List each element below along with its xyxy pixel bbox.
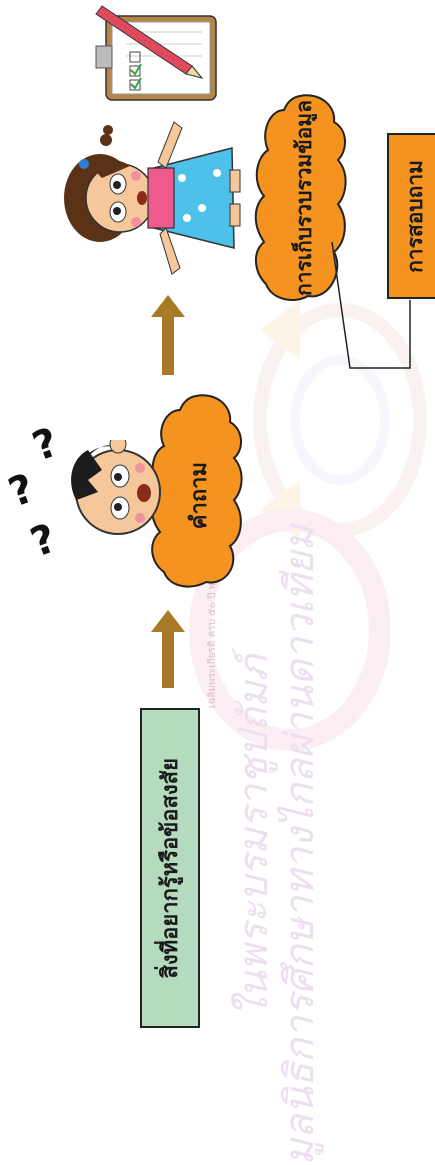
question-cloud <box>150 394 243 588</box>
arrow-up-1 <box>151 610 185 688</box>
boy-illustration-icon <box>71 440 161 535</box>
watermark-seal <box>189 300 427 751</box>
clipboard-icon <box>95 5 217 101</box>
question-mark-2: ? <box>2 465 41 517</box>
data-collection-label: การเก็บรวบรวมข้อมูล <box>292 100 316 297</box>
data-collection-cloud <box>254 94 347 301</box>
survey-label: การสอบถาม <box>402 159 427 273</box>
girl-illustration-icon <box>64 121 241 275</box>
connector-line <box>331 241 411 369</box>
curiosity-box: สิ่งที่อยากรู้หรือข้อสงสัย <box>140 708 200 1028</box>
arrow-up-2 <box>151 295 185 375</box>
question-mark-1: ? <box>24 515 63 567</box>
question-label: คำถาม <box>187 462 212 530</box>
watermark-line2: ในพระบรมราชูปถัมภ์ <box>231 655 277 1018</box>
curiosity-label: สิ่งที่อยากรู้หรือข้อสงสัย <box>157 757 183 979</box>
survey-box: การสอบถาม <box>387 133 435 299</box>
